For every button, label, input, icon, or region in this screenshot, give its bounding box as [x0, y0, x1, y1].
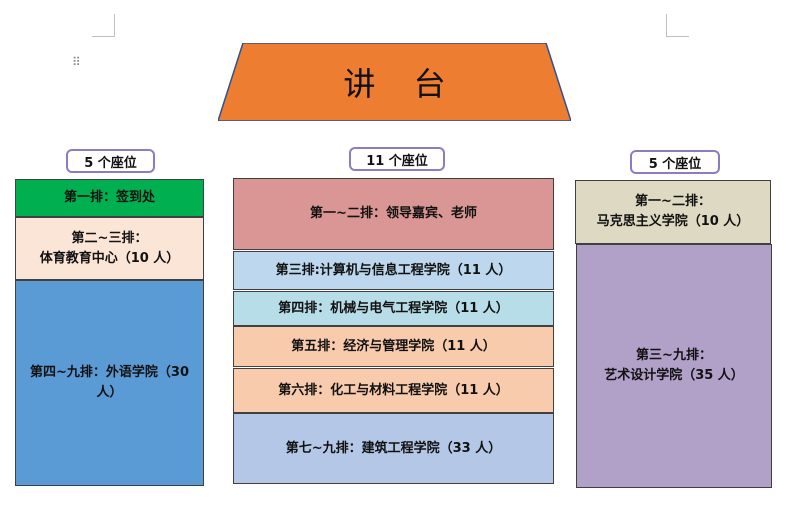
seat-block-line: 第六排：化工与材料工程学院（11 人） — [278, 382, 509, 398]
seat-block-text: 第七~九排：建筑工程学院（33 人） — [286, 439, 502, 459]
seat-block-text: 第二~三排： 体育教育中心（10 人） — [40, 229, 180, 269]
seat-block-text: 第一排：签到处 — [64, 188, 155, 208]
seat-block-center-row3: 第三排:计算机与信息工程学院（11 人） — [233, 251, 554, 290]
seat-block-text: 第五排：经济与管理学院（11 人） — [291, 337, 496, 357]
seat-block-line: 第四排：机械与电气工程学院（11 人） — [278, 300, 509, 316]
seat-block-right-rows3-9: 第三~九排： 艺术设计学院（35 人） — [576, 244, 772, 488]
seat-block-line: 第一排：签到处 — [63, 190, 155, 205]
seat-block-left-row1: 第一排：签到处 — [15, 179, 204, 217]
seat-block-text: 第一~二排： 马克思主义学院（10 人） — [597, 192, 750, 232]
seat-block-line: 马克思主义学院（10 人） — [596, 214, 750, 229]
seat-block-line: 第三~九排： — [636, 348, 712, 363]
page-corner-mark-right — [666, 14, 689, 37]
seat-block-line: 第七~九排：建筑工程学院（33 人） — [285, 440, 502, 456]
seat-block-center-row4: 第四排：机械与电气工程学院（11 人） — [233, 291, 554, 326]
seat-block-center-rows1-2: 第一~二排：领导嘉宾、老师 — [233, 178, 554, 250]
drag-handle-icon[interactable]: ⠿ — [72, 55, 82, 69]
seat-block-left-rows4-9: 第四~九排：外语学院（30 人） — [15, 280, 204, 486]
center-seat-count: 11 个座位 — [349, 147, 445, 171]
seat-block-line: 第一~二排：领导嘉宾、老师 — [310, 206, 477, 221]
seat-block-text: 第一~二排：领导嘉宾、老师 — [310, 204, 477, 224]
seat-block-line: 人） — [96, 385, 123, 400]
seat-block-line: 第二~三排： — [71, 230, 148, 246]
seat-block-left-rows2-3: 第二~三排： 体育教育中心（10 人） — [15, 217, 204, 280]
podium: 讲 台 — [218, 43, 571, 121]
seat-block-center-rows7-9: 第七~九排：建筑工程学院（33 人） — [233, 413, 554, 484]
seat-block-line: 第四~九排：外语学院（30 — [30, 365, 189, 380]
right-seat-count: 5 个座位 — [630, 150, 720, 174]
seat-block-text: 第三~九排： 艺术设计学院（35 人） — [604, 346, 744, 386]
seat-block-text: 第四排：机械与电气工程学院（11 人） — [278, 299, 509, 319]
left-seat-count: 5 个座位 — [66, 149, 155, 173]
seat-block-text: 第三排:计算机与信息工程学院（11 人） — [276, 261, 512, 281]
seat-block-text: 第六排：化工与材料工程学院（11 人） — [278, 381, 509, 401]
seat-block-line: 第一~二排： — [635, 194, 711, 209]
page-corner-mark-left — [92, 14, 115, 37]
seat-block-center-row6: 第六排：化工与材料工程学院（11 人） — [233, 368, 554, 413]
seat-block-line: 艺术设计学院（35 人） — [604, 368, 744, 383]
podium-shape — [218, 43, 571, 121]
seat-block-line: 体育教育中心（10 人） — [39, 250, 180, 266]
seat-block-text: 第四~九排：外语学院（30 人） — [30, 363, 189, 403]
seat-block-center-row5: 第五排：经济与管理学院（11 人） — [233, 326, 554, 367]
seat-block-right-rows1-2: 第一~二排： 马克思主义学院（10 人） — [575, 180, 771, 244]
podium-label: 讲 台 — [343, 65, 460, 103]
seat-block-line: 第五排：经济与管理学院（11 人） — [291, 338, 496, 354]
seat-block-line: 第三排:计算机与信息工程学院（11 人） — [275, 262, 512, 278]
